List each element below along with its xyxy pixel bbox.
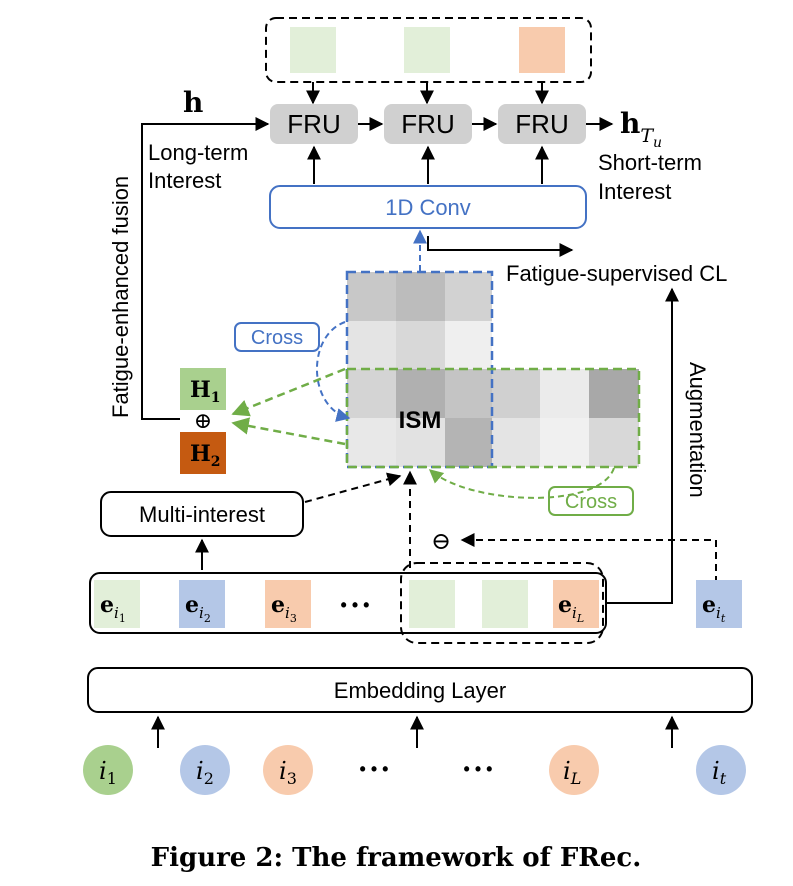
svg-text:eit: eit	[702, 592, 726, 625]
ism-label: ISM	[399, 407, 442, 434]
svg-text:i2: i2	[196, 757, 214, 788]
embedding-e-i2: ei2	[179, 580, 225, 628]
embedding-e-i1: ei1	[94, 580, 140, 628]
svg-text:ei1: ei1	[100, 592, 126, 625]
item-i1: i1	[83, 745, 133, 795]
figure-caption: Figure 2: The framework of FRec.	[151, 843, 642, 873]
ominus-symbol: ⊖	[431, 527, 451, 555]
top-square-green-1	[290, 27, 336, 73]
fru-unit-1: FRU	[270, 104, 358, 144]
item-ellipsis-1: • • •	[360, 759, 389, 779]
window-dashed-box	[400, 562, 604, 644]
ism-matrix: ISM	[345, 270, 641, 469]
fru-label: FRU	[287, 109, 340, 139]
short-term-line1: Short-term	[598, 150, 702, 175]
h-tu-label: hTu	[620, 107, 662, 151]
H2-box	[180, 432, 226, 474]
svg-text:it: it	[712, 757, 727, 788]
long-term-line1: Long-term	[148, 140, 248, 165]
svg-text:ei3: ei3	[271, 592, 297, 625]
embedding-row-box	[89, 572, 607, 634]
svg-text:i1: i1	[99, 757, 117, 788]
item-iL: iL	[549, 745, 599, 795]
augmentation-label: Augmentation	[685, 362, 710, 498]
embedding-window-green-2	[482, 580, 528, 628]
svg-text:iL: iL	[563, 757, 581, 788]
embedding-layer-label: Embedding Layer	[334, 678, 506, 703]
long-term-line2: Interest	[148, 168, 221, 193]
item-i2: i2	[180, 745, 230, 795]
top-square-orange	[519, 27, 565, 73]
embedding-e-it: eit	[696, 580, 742, 628]
embedding-e-iL: eiL	[553, 580, 599, 628]
fatigue-fusion-label: Fatigue-enhanced fusion	[108, 176, 133, 418]
fru-unit-3: FRU	[498, 104, 586, 144]
cross-box-blue	[234, 322, 320, 352]
fru-label: FRU	[515, 109, 568, 139]
H1-label: H1	[190, 377, 221, 406]
fru-unit-2: FRU	[384, 104, 472, 144]
item-i3: i3	[263, 745, 313, 795]
conv-box	[269, 185, 587, 229]
svg-text:ei2: ei2	[185, 592, 211, 625]
fatigue-cl-label: Fatigue-supervised CL	[506, 261, 727, 286]
top-square-green-2	[404, 27, 450, 73]
conv-label: 1D Conv	[385, 195, 471, 220]
embedding-e-i3: ei3	[265, 580, 311, 628]
h-label: h	[183, 86, 203, 119]
svg-text:i3: i3	[279, 757, 297, 788]
H2-label: H2	[190, 441, 221, 470]
multi-interest-box	[100, 491, 304, 537]
short-term-line2: Interest	[598, 179, 671, 204]
cross-label-blue: Cross	[251, 327, 303, 349]
embedding-window-green-1	[409, 580, 455, 628]
embedding-layer-box	[87, 667, 753, 713]
top-dashed-box	[265, 17, 592, 83]
H1-box	[180, 368, 226, 410]
cross-label-green: Cross	[565, 491, 617, 513]
oplus-symbol: ⊕	[194, 409, 212, 434]
multi-interest-label: Multi-interest	[139, 502, 265, 527]
svg-text:eiL: eiL	[558, 592, 584, 625]
item-it: it	[696, 745, 746, 795]
fru-label: FRU	[401, 109, 454, 139]
item-ellipsis-2: • • •	[464, 759, 493, 779]
embedding-ellipsis: • • •	[341, 595, 370, 615]
